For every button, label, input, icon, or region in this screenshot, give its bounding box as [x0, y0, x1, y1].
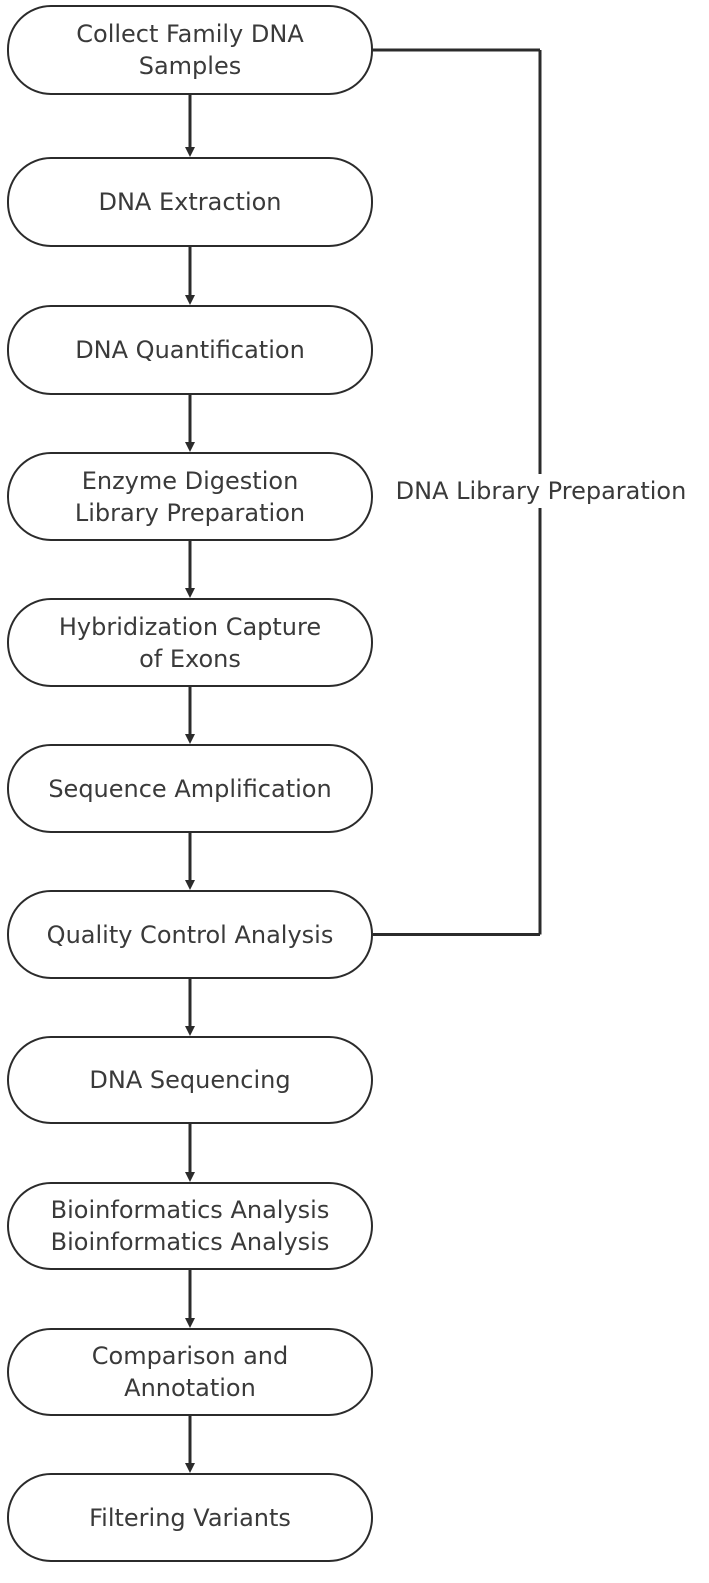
step-dna-quantification: DNA Quantification	[7, 305, 373, 395]
step-hybridization-capture: Hybridization Capture of Exons	[7, 598, 373, 687]
step-quality-control: Quality Control Analysis	[7, 890, 373, 979]
step-comparison-annotation: Comparison and Annotation	[7, 1328, 373, 1416]
step-bioinformatics: Bioinformatics Analysis Bioinformatics A…	[7, 1182, 373, 1270]
step-enzyme-digestion: Enzyme Digestion Library Preparation	[7, 452, 373, 541]
step-dna-extraction: DNA Extraction	[7, 157, 373, 247]
step-collect-samples: Collect Family DNA Samples	[7, 5, 373, 95]
step-sequence-amplification: Sequence Amplification	[7, 744, 373, 833]
step-dna-sequencing: DNA Sequencing	[7, 1036, 373, 1124]
bracket-label: DNA Library Preparation	[380, 474, 702, 508]
step-filtering-variants: Filtering Variants	[7, 1473, 373, 1562]
